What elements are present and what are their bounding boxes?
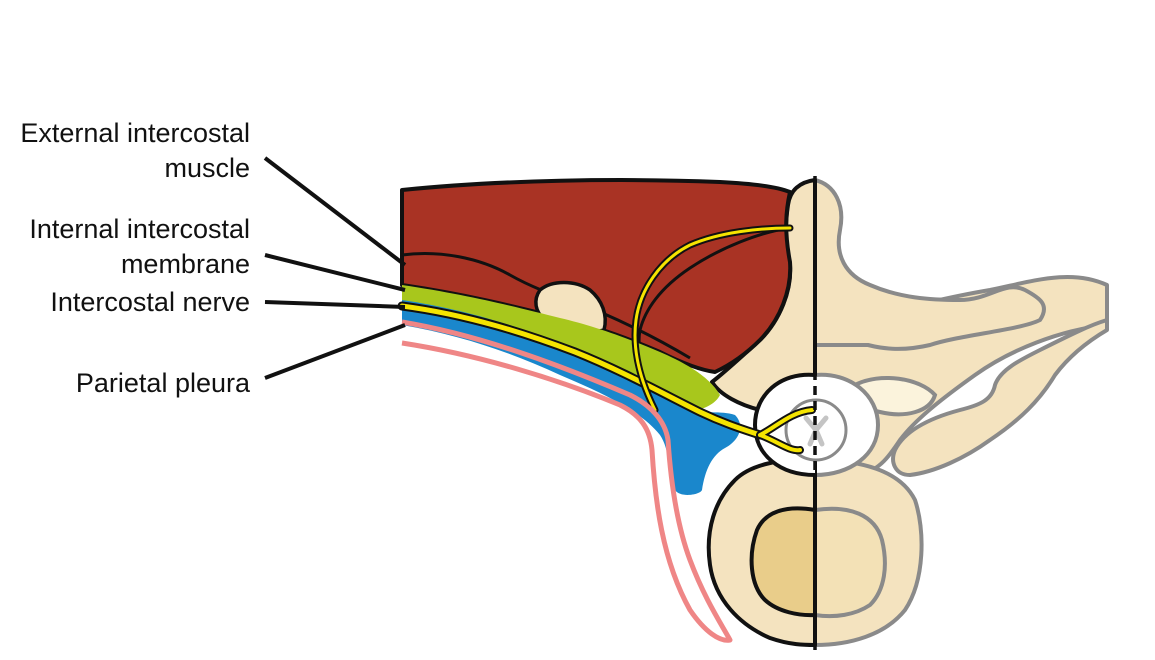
leader-external-intercostal: [263, 156, 407, 267]
label-external-intercostal-muscle: External intercostal muscle: [20, 116, 250, 186]
parietal-pleura: [401, 319, 733, 643]
vertebral-body-core-right: [813, 506, 887, 619]
label-internal-intercostal-membrane: Internal intercostal membrane: [29, 212, 250, 282]
endothoracic-fascia: [402, 300, 741, 495]
leader-intercostal-nerve: [264, 300, 406, 309]
vertebra-right-half: [813, 178, 1109, 647]
rib-head-right: [891, 318, 1109, 477]
label-line: muscle: [164, 153, 250, 183]
lamina-right: [813, 178, 1046, 351]
label-line: Internal intercostal: [29, 214, 250, 244]
intercostal-nerve: [397, 224, 816, 455]
label-line: Parietal pleura: [75, 368, 250, 398]
leader-parietal-pleura: [264, 323, 406, 380]
label-parietal-pleura: Parietal pleura: [76, 366, 250, 401]
label-intercostal-nerve: Intercostal nerve: [50, 285, 250, 320]
leader-internal-membrane: [264, 253, 406, 292]
label-line: Intercostal nerve: [50, 287, 250, 317]
label-line: External intercostal: [20, 118, 250, 148]
label-line: membrane: [120, 249, 250, 279]
vertebral-body-core-left: [749, 506, 817, 618]
